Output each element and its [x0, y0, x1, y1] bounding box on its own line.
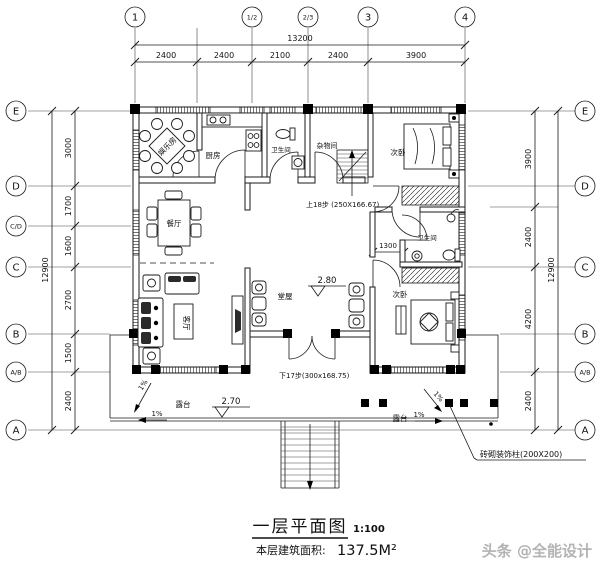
floor-area-label: 本层建筑面积:: [256, 543, 326, 557]
slope-right-diagonal: 1%: [432, 390, 446, 404]
grid-lines: [28, 28, 575, 431]
label-bath-top: 卫生间: [271, 145, 291, 154]
dim-left-5: 1500: [64, 343, 73, 363]
furniture: [137, 112, 461, 365]
dim-right-2: 2400: [524, 227, 533, 247]
dim-top-4: 2400: [328, 51, 348, 60]
dim-left-4: 2700: [64, 290, 73, 310]
mahjong-table: [139, 118, 195, 174]
dim-top-total: 13200: [287, 34, 312, 43]
doors: [172, 149, 428, 360]
label-hall: 堂屋: [278, 291, 293, 301]
axis-bubble-C-left: C: [13, 263, 20, 274]
axis-bubble-AB-right: A/B: [579, 369, 590, 377]
dim-left-3: 1600: [64, 236, 73, 256]
kitchen-counter: [201, 112, 263, 152]
bed-top: [401, 113, 460, 206]
decorative-column-note: 砖砌装饰柱(200X200): [480, 449, 562, 459]
slope-right-horizontal: 1%: [413, 411, 424, 419]
label-bedroom-top: 次卧: [391, 147, 406, 157]
slope-left-horizontal: 1%: [151, 410, 162, 418]
hall-cabinets: [251, 280, 365, 329]
drawing-scale: 1:100: [353, 524, 385, 535]
terrace-outline: [109, 334, 499, 426]
hall-elevation-value: 2.80: [318, 276, 337, 286]
dim-corridor-1300: 1300: [379, 242, 397, 250]
dim-left-2: 1700: [64, 196, 73, 216]
axis-bubble-E-right: E: [582, 107, 588, 118]
label-terrace-right: 露台: [393, 413, 408, 423]
terrace-elevation-value: 2.70: [222, 397, 241, 407]
dim-left-1: 3000: [64, 138, 73, 158]
axis-bubble-D-right: D: [581, 182, 589, 193]
windows: [132, 106, 466, 374]
toilet-top: [275, 127, 305, 170]
watermark-text: 头条 @全能设计: [482, 542, 592, 560]
axis-bubble-D-left: D: [12, 182, 20, 193]
bath-right-fixtures: [411, 209, 461, 262]
label-living: 客厅: [182, 316, 192, 331]
drawing-title: 一层平面图: [253, 517, 348, 537]
dim-top-2: 2400: [214, 51, 234, 60]
dim-right-3: 4200: [524, 309, 533, 329]
living-room-furniture: [137, 272, 244, 365]
axis-bubble-3: 3: [365, 13, 371, 24]
axis-bubbles: 1 1/2 2/3 3 4 E D C/D C B A/B A E D C B …: [5, 6, 596, 441]
axis-bubble-AB-left: A/B: [10, 369, 21, 377]
label-dining: 餐厅: [167, 219, 182, 228]
floor-area-value: 137.5M²: [337, 543, 397, 559]
stairs-down-entrance: [280, 421, 340, 490]
axis-bubble-B-left: B: [13, 330, 20, 341]
axis-bubble-CD-left: C/D: [10, 223, 22, 231]
note-stairs-up: 上18步 (250X166.67): [306, 200, 380, 209]
label-kitchen: 厨房: [206, 150, 221, 160]
label-bedroom-bottom: 次卧: [393, 289, 408, 299]
title-block: 一层平面图 1:100 本层建筑面积: 137.5M²: [252, 517, 397, 559]
dim-left-total: 12900: [41, 257, 50, 282]
axis-bubble-C-right: C: [582, 263, 589, 274]
stairs-up-interior: [336, 149, 369, 196]
bed-bottom: [395, 267, 460, 353]
annotations: 上18步 (250X166.67) 下17步(300x168.75) 2.80 …: [134, 200, 586, 461]
dim-right-4: 2400: [524, 391, 533, 411]
dining-table: [146, 190, 202, 256]
note-stairs-down: 下17步(300x168.75): [279, 372, 350, 380]
axis-bubble-A-right: A: [582, 426, 589, 437]
slope-left-diagonal: 1%: [137, 378, 150, 392]
axis-bubble-1: 1: [132, 13, 138, 24]
dim-right-total: 12900: [547, 257, 556, 282]
dim-top-3: 2100: [270, 51, 290, 60]
dim-top-1: 2400: [156, 51, 176, 60]
dim-top-5: 3900: [406, 51, 426, 60]
axis-bubble-2-3: 2/3: [303, 14, 313, 22]
dimension-lines: 13200 2400 2400 2100 2400 3900 12900 300…: [41, 34, 563, 435]
axis-bubble-B-right: B: [582, 330, 589, 341]
label-terrace-left: 露台: [176, 399, 191, 409]
columns: [129, 104, 498, 407]
axis-bubble-A-left: A: [13, 426, 20, 437]
axis-bubble-4: 4: [462, 13, 468, 24]
dim-left-6: 2400: [64, 391, 73, 411]
axis-bubble-1-2: 1/2: [247, 14, 257, 22]
label-storage: 杂物间: [317, 141, 338, 150]
dim-right-1: 3900: [524, 149, 533, 169]
label-bath-right: 卫生间: [417, 233, 437, 242]
axis-bubble-E-left: E: [13, 107, 19, 118]
